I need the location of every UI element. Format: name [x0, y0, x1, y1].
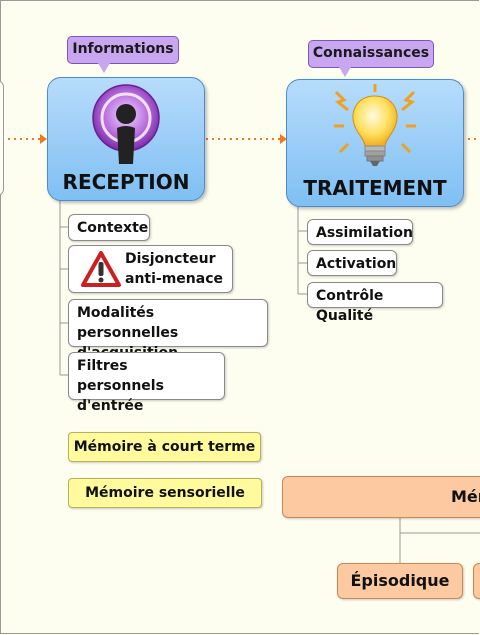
memoire-partial-right[interactable] [473, 563, 480, 599]
tag-informations[interactable]: Informations [67, 36, 179, 73]
memoire-long-terme[interactable]: Mém [282, 476, 480, 518]
item-contexte[interactable]: Contexte [68, 214, 150, 241]
item-controle-qualite[interactable]: Contrôle Qualité [307, 282, 443, 324]
disjoncteur-line1: Disjoncteur [125, 251, 216, 267]
arrow-head-reception [40, 134, 47, 144]
memoire-episodique[interactable]: Épisodique [337, 563, 463, 599]
modalites-line1: Modalités personnelles [77, 305, 179, 341]
item-activation[interactable]: Activation [307, 250, 397, 276]
item-disjoncteur[interactable]: Disjoncteur anti-menace [68, 245, 233, 293]
node-traitement[interactable]: TRAITEMENT [286, 79, 464, 207]
traitement-title: TRAITEMENT [303, 176, 447, 200]
memoire-sensorielle[interactable]: Mémoire sensorielle [68, 478, 262, 508]
podcast-icon [92, 84, 160, 164]
node-reception[interactable]: RECEPTION [47, 77, 205, 201]
filtres-line1: Filtres personnels [77, 358, 164, 394]
disjoncteur-line2: anti-menace [125, 271, 224, 287]
item-filtres[interactable]: Filtres personnels d'entrée [68, 352, 225, 414]
filtres-line2: d'entrée [77, 398, 144, 414]
item-assimilation[interactable]: Assimilation [307, 219, 413, 245]
memoire-court-terme[interactable]: Mémoire à court terme [68, 432, 261, 462]
reception-title: RECEPTION [62, 170, 190, 194]
partial-node-left[interactable] [0, 80, 4, 196]
light-bulb-icon [334, 84, 416, 166]
arrow-head-traitement [280, 134, 287, 144]
tag-connaissances[interactable]: Connaissances [308, 40, 434, 77]
warning-icon [81, 251, 121, 287]
item-modalites[interactable]: Modalités personnelles d'acquisition [68, 299, 268, 361]
memoire-long-terme-label: Mém [451, 487, 480, 506]
